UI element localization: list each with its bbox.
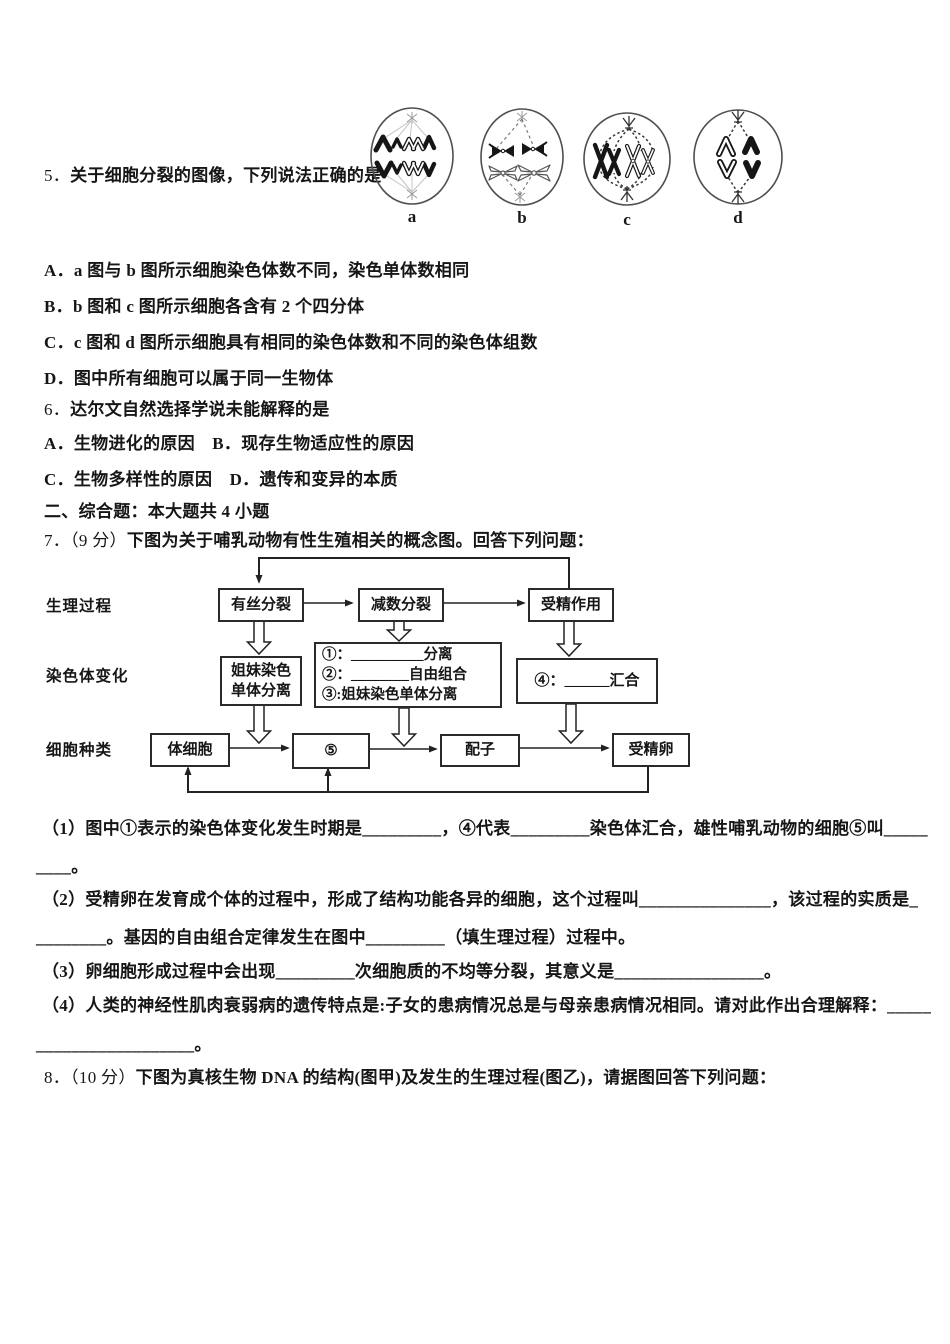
q5-option-a: A．a 图与 b 图所示细胞染色体数不同，染色单体数相同 <box>44 261 470 280</box>
box-somatic-cell: 体细胞 <box>150 733 230 767</box>
box-sister-line2: 单体分离 <box>230 683 291 699</box>
q7-sub1-line1: （1）图中①表示的染色体变化发生时期是_________，④代表________… <box>42 819 928 838</box>
box-blanks-123: ①：__________分离 ②：________自由组合 ③:姐妹染色单体分离 <box>314 642 502 708</box>
light-chromosome-pair <box>488 164 551 182</box>
blank-2-line: ②：________自由组合 <box>322 667 467 683</box>
meiosis-II-cell-icon <box>693 109 783 205</box>
blank-3-line: ③:姐妹染色单体分离 <box>322 687 458 703</box>
box-mitosis: 有丝分裂 <box>218 588 304 622</box>
row-label-chromosome: 染色体变化 <box>46 668 129 685</box>
question-5-stem: 5．关于细胞分裂的图像，下列说法正确的是 <box>44 161 382 186</box>
question-5-text: 关于细胞分裂的图像，下列说法正确的是 <box>70 166 382 185</box>
spindle-pole-icon <box>620 116 636 202</box>
chromosomes <box>373 134 437 179</box>
box-sister-chromatid: 姐妹染色 单体分离 <box>220 656 302 706</box>
question-8-text: 下图为真核生物 DNA 的结构(图甲)及发生的生理过程(图乙)，请据图回答下列问… <box>135 1068 777 1087</box>
cell-label-d: d <box>733 208 743 227</box>
question-6-text: 达尔文自然选择学说未能解释的是 <box>70 400 330 419</box>
q7-sub2-line1: （2）受精卵在发育成个体的过程中，形成了结构功能各异的细胞，这个过程叫_____… <box>42 890 919 909</box>
cell-diagram-a: a <box>366 106 458 227</box>
spindle-fibers <box>599 128 654 190</box>
question-8-number: 8．（10 分） <box>44 1068 136 1087</box>
arrow-top-feedback <box>255 557 570 588</box>
spindle-fibers <box>726 120 751 194</box>
box-meiosis: 减数分裂 <box>358 588 444 622</box>
dark-chromosome-pair <box>488 141 548 159</box>
question-7-stem: 7．（9 分）下图为关于哺乳动物有性生殖相关的概念图。回答下列问题： <box>44 526 594 551</box>
spindle-fibers <box>496 118 536 196</box>
cell-diagram-c: c <box>581 109 673 230</box>
spindle-pole-icon <box>514 111 528 203</box>
cell-label-b: b <box>517 208 527 227</box>
q6-options-ab: A．生物进化的原因 B．现存生物适应性的原因 <box>44 434 415 453</box>
blank-1-line: ①：__________分离 <box>322 647 453 663</box>
meiosis-I-cell-icon <box>583 112 671 206</box>
concept-map: 生理过程 染色体变化 细胞种类 有丝分裂 减数分裂 受精作用 姐妹染色 单体分离… <box>40 552 705 802</box>
cell-diagram-b: b <box>476 107 568 228</box>
cell-label-a: a <box>407 207 417 226</box>
question-6-number: 6． <box>44 400 71 419</box>
box-blank-5: ⑤ <box>292 733 370 769</box>
meiosis-metaphase-cell-icon <box>480 108 564 206</box>
q5-option-d: D．图中所有细胞可以属于同一生物体 <box>44 369 334 388</box>
question-7-text: 下图为关于哺乳动物有性生殖相关的概念图。回答下列问题： <box>126 531 594 550</box>
box-zygote: 受精卵 <box>612 733 690 767</box>
q7-sub3: （3）卵细胞形成过程中会出现_________次细胞质的不均等分裂，其意义是__… <box>42 962 782 981</box>
q5-option-c: C．c 图和 d 图所示细胞具有相同的染色体数和不同的染色体组数 <box>44 333 538 352</box>
question-7-number: 7．（9 分） <box>44 531 127 550</box>
row-label-cell-type: 细胞种类 <box>46 742 113 759</box>
q7-sub1-line2: ____。 <box>36 857 89 876</box>
box-sister-line1: 姐妹染色 <box>230 663 291 679</box>
spindle-fibers <box>382 119 429 193</box>
cell-diagram-d: d <box>692 107 784 228</box>
row-label-process: 生理过程 <box>46 598 113 615</box>
q7-sub4-line1: （4）人类的神经性肌肉衰弱病的遗传特点是:子女的患病情况总是与母亲患病情况相同。… <box>42 996 932 1015</box>
q7-sub4-line2: __________________。 <box>36 1035 212 1054</box>
q5-option-b: B．b 图和 c 图所示细胞各含有 2 个四分体 <box>44 297 365 316</box>
cell-label-c: c <box>623 210 631 229</box>
spindle-pole-icon <box>731 110 745 204</box>
mitosis-anaphase-cell-icon <box>370 107 454 205</box>
question-5-number: 5． <box>44 166 71 185</box>
q7-sub2-line2: ________。基因的自由组合定律发生在图中_________（填生理过程）过… <box>36 928 636 947</box>
box-blank-4: ④：______汇合 <box>516 658 658 704</box>
arrow-bottom-feedback-to-somatic <box>184 765 649 793</box>
q6-options-cd: C．生物多样性的原因 D．遗传和变异的本质 <box>44 470 398 489</box>
box-gamete: 配子 <box>440 734 520 767</box>
dark-bivalent <box>592 142 622 180</box>
question-8-stem: 8．（10 分）下图为真核生物 DNA 的结构(图甲)及发生的生理过程(图乙)，… <box>44 1063 776 1088</box>
box-fertilization: 受精作用 <box>528 588 614 622</box>
section-2-header: 二、综合题：本大题共 4 小题 <box>44 502 270 521</box>
question-6-stem: 6．达尔文自然选择学说未能解释的是 <box>44 395 330 420</box>
